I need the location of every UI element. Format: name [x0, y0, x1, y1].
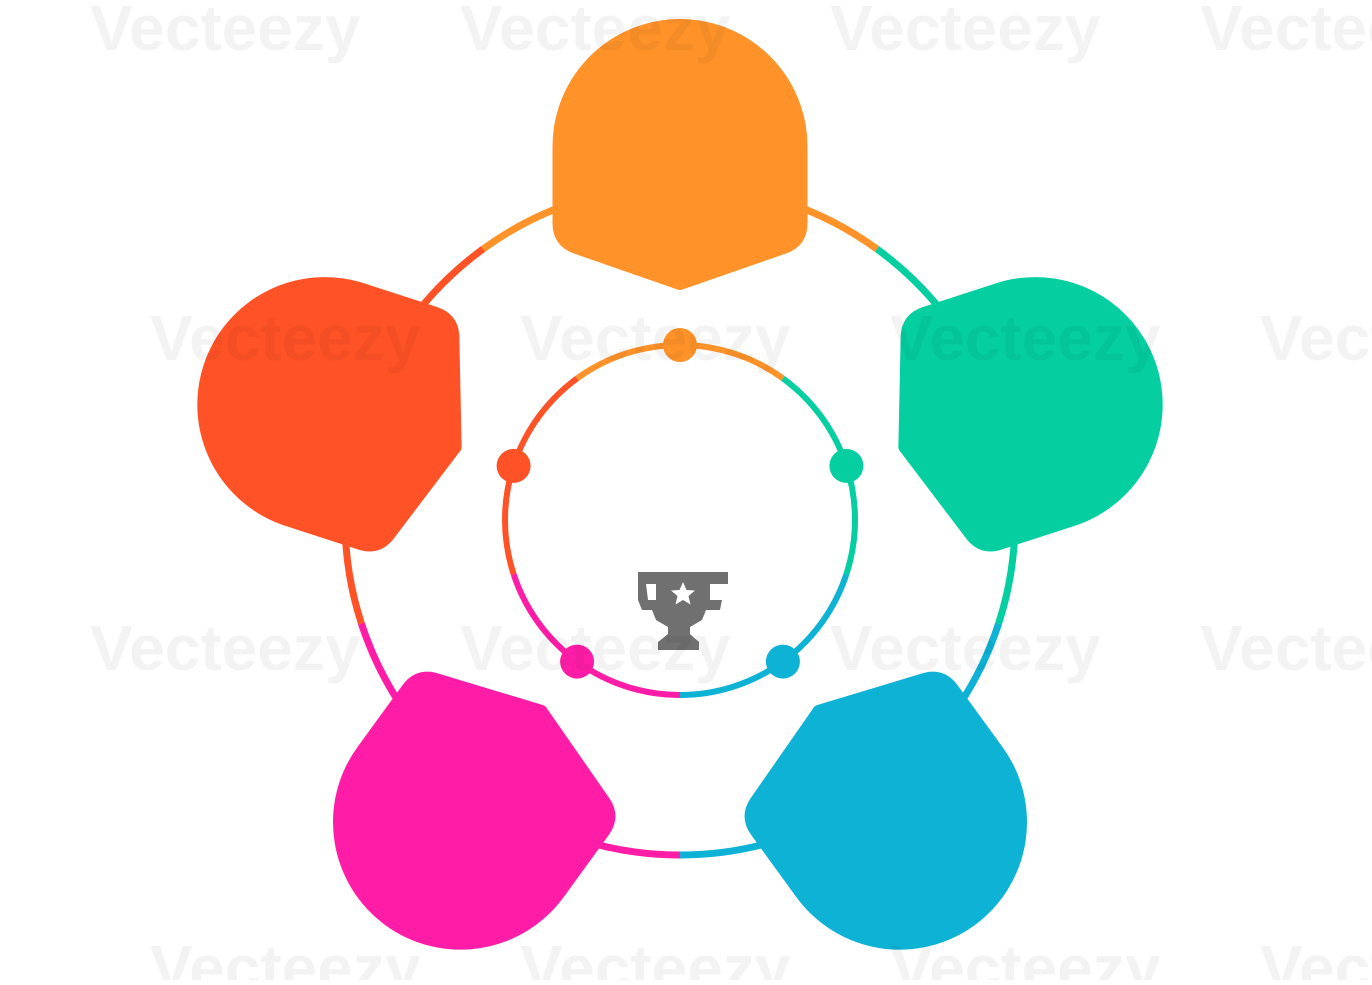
- watermark-text: Vecteezy: [520, 932, 791, 980]
- watermark-text: Vecteezy: [830, 0, 1101, 64]
- inner-ring-dots: [496, 328, 864, 679]
- watermark-text: Vecteezy: [90, 0, 361, 64]
- step-badge-4: [333, 671, 616, 950]
- step-badge-2: [898, 277, 1163, 552]
- watermark-text: Vecteezy: [460, 612, 731, 684]
- watermark-layer: VecteezyVecteezyVecteezyVecteezyVecteezy…: [90, 0, 1372, 985]
- watermark-text: Vecteezy: [460, 0, 731, 64]
- watermark-text: Vecteezy: [890, 932, 1161, 980]
- watermark-text: Vecteezy: [1200, 612, 1372, 684]
- watermark-text: Vecteezy: [890, 302, 1161, 374]
- trophy-star: [671, 582, 695, 605]
- watermark-text: Vecteezy: [90, 612, 361, 684]
- step-badge-3: [744, 671, 1027, 950]
- inner-ring-dot-5: [496, 448, 531, 483]
- step-badge-5: [197, 277, 462, 552]
- watermark-text: Vecteezy: [1260, 302, 1372, 374]
- trophy-shape: [638, 572, 728, 650]
- watermark-text: Vecteezy: [150, 302, 421, 374]
- inner-ring-dot-1: [663, 328, 697, 362]
- inner-ring-dot-4: [560, 644, 595, 679]
- watermark-text: Vecteezy: [830, 612, 1101, 684]
- watermark-text: Vecteezy: [1200, 0, 1372, 64]
- watermark-text: Vecteezy: [520, 302, 791, 374]
- step-badges: [197, 19, 1163, 950]
- step-badge-1: [552, 19, 808, 290]
- watermark-text: Vecteezy: [1260, 932, 1372, 980]
- watermark-text: Vecteezy: [150, 932, 421, 980]
- trophy-handle-holes: [646, 584, 720, 600]
- inner-ring-dot-3: [765, 644, 800, 679]
- inner-ring-dot-2: [829, 448, 864, 483]
- trophy-icon: [638, 572, 728, 650]
